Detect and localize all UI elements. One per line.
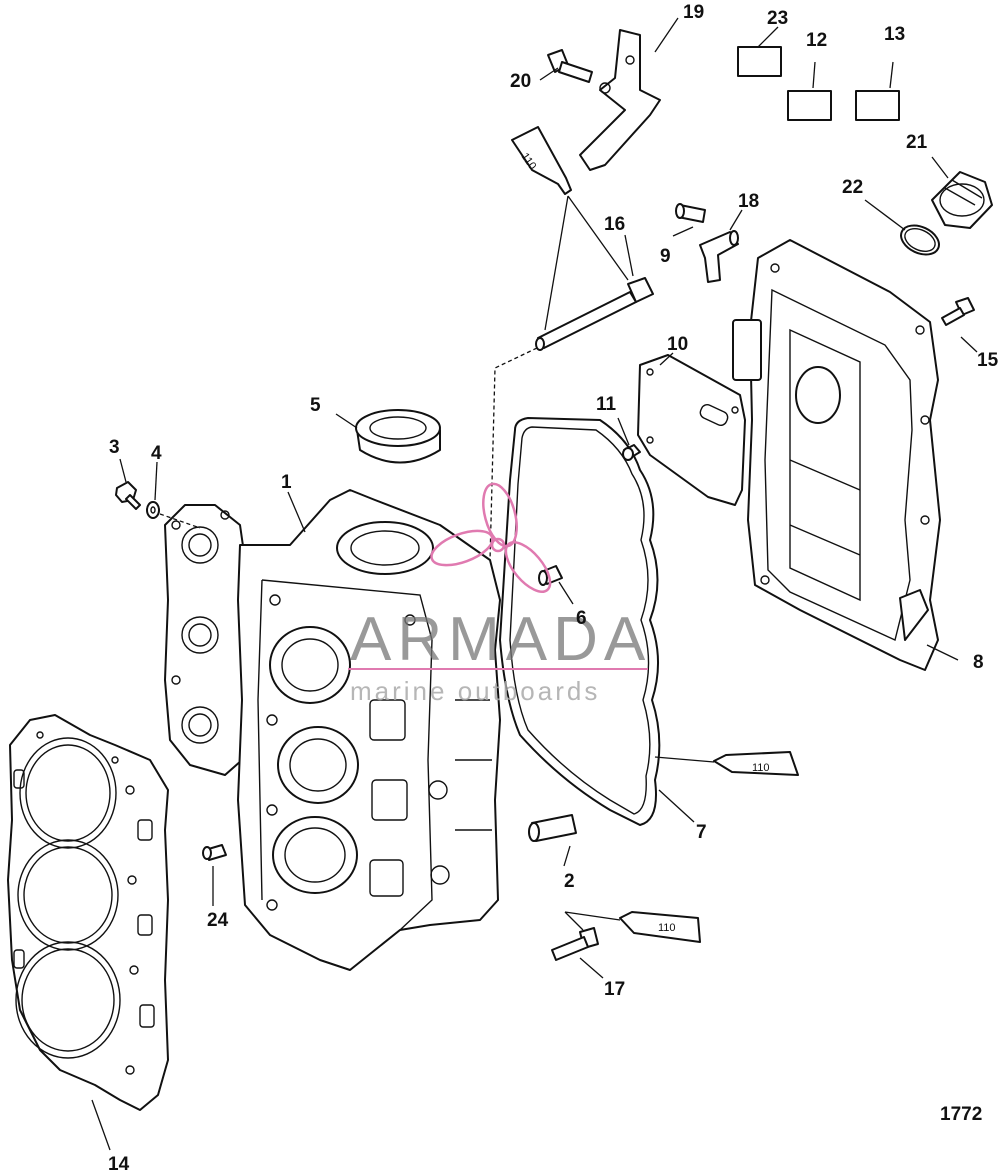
long-bolt-16 bbox=[535, 277, 654, 351]
callout-leaders bbox=[91, 17, 978, 1151]
callout-5: 5 bbox=[310, 395, 321, 416]
bolt-20 bbox=[547, 49, 593, 83]
callout-19: 19 bbox=[683, 2, 704, 23]
propeller-logo-icon bbox=[430, 482, 552, 593]
callout-1: 1 bbox=[281, 472, 292, 493]
callout-22: 22 bbox=[842, 177, 863, 198]
bracket-19 bbox=[579, 29, 661, 171]
callout-9: 9 bbox=[660, 246, 671, 267]
bolt-3 bbox=[115, 481, 141, 510]
bolt-15 bbox=[941, 297, 975, 326]
part-box-13 bbox=[855, 90, 900, 121]
screw-11 bbox=[622, 444, 641, 461]
figure-number: 1772 bbox=[940, 1104, 982, 1125]
part-box-23 bbox=[737, 46, 782, 77]
callout-15: 15 bbox=[977, 350, 999, 371]
dowel-pin-24 bbox=[202, 844, 227, 861]
svg-text:110: 110 bbox=[658, 922, 676, 934]
sealant-tube-bottom: 110 bbox=[619, 911, 701, 943]
dowel-pin-2 bbox=[528, 814, 577, 842]
oil-filler-cap bbox=[931, 171, 993, 229]
sealant-tube-right: 110 bbox=[713, 751, 799, 776]
svg-text:110: 110 bbox=[752, 762, 770, 774]
part-box-12 bbox=[787, 90, 832, 121]
o-ring bbox=[900, 224, 940, 256]
cylinder-head bbox=[164, 489, 501, 971]
callout-2: 2 bbox=[564, 871, 575, 892]
bolt-17 bbox=[551, 927, 599, 961]
callout-13: 13 bbox=[884, 24, 905, 45]
callout-17: 17 bbox=[604, 979, 625, 1000]
sealant-tube-top: 110 bbox=[511, 126, 572, 195]
callout-labels: 1 2 3 4 5 6 7 8 9 10 11 12 13 14 15 16 1… bbox=[108, 2, 999, 1173]
watermark-brand: ARMADA bbox=[350, 605, 651, 674]
callout-23: 23 bbox=[767, 8, 788, 29]
callout-21: 21 bbox=[906, 132, 928, 153]
callout-14: 14 bbox=[108, 1154, 130, 1173]
callout-8: 8 bbox=[973, 652, 984, 673]
callout-12: 12 bbox=[806, 30, 827, 51]
watermark-tagline: marine outboards bbox=[350, 676, 600, 706]
watermark-rule bbox=[348, 668, 648, 670]
callout-3: 3 bbox=[109, 437, 120, 458]
callout-20: 20 bbox=[510, 71, 531, 92]
callout-11: 11 bbox=[596, 394, 617, 415]
cover-gasket bbox=[499, 417, 661, 826]
watermark: ARMADA marine outboards bbox=[348, 482, 651, 706]
callout-18: 18 bbox=[738, 191, 759, 212]
seal bbox=[355, 409, 441, 464]
cylinder-head-cover bbox=[732, 239, 941, 671]
callout-7: 7 bbox=[696, 822, 707, 843]
callout-24: 24 bbox=[207, 910, 229, 931]
callout-6: 6 bbox=[576, 608, 587, 629]
washer-4 bbox=[146, 501, 160, 519]
cylinder-head-gasket bbox=[7, 714, 169, 1111]
cover-plate bbox=[637, 354, 746, 506]
callout-10: 10 bbox=[667, 334, 688, 355]
callout-16: 16 bbox=[604, 214, 625, 235]
callout-4: 4 bbox=[151, 443, 162, 464]
fitting-9 bbox=[675, 203, 706, 223]
elbow-fitting-18 bbox=[699, 230, 739, 283]
